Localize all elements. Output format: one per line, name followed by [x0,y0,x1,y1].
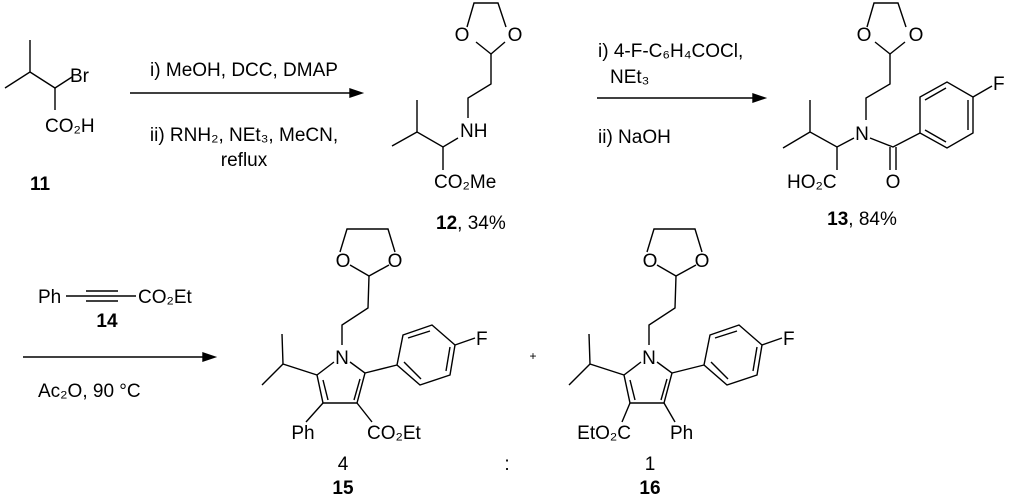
compound-number: 15 [332,478,354,499]
compound-label: 12, 34% [436,213,506,234]
compound-label: 13, 84% [827,209,897,230]
phenyl-label: Ph [38,287,61,308]
compound-number: 16 [639,478,660,499]
acid-label: CO₂H [45,116,95,137]
ratio-value: 4 [338,454,349,475]
fluoro-label: F [783,329,795,350]
compound-13: O O N HO₂C O F 13, 84% [782,2,1005,230]
reagent-text: ii) NaOH [598,127,671,148]
fluoro-label: F [993,74,1005,95]
acid-label: HO₂C [787,172,837,193]
oxygen-label: O [695,251,710,272]
compound-11: Br CO₂H 11 [4,40,95,195]
reagent-text: NEt₃ [610,67,649,88]
nitrogen-label: N [642,348,656,369]
ester-label: EtO₂C [577,423,631,444]
oxygen-label: O [388,251,403,272]
compound-number: 11 [30,174,51,195]
reagent-text: i) MeOH, DCC, DMAP [150,60,338,81]
oxygen-label: O [909,25,924,46]
ester-label: CO₂Et [138,287,193,308]
ratio-separator: : [504,454,509,475]
oxygen-label: O [455,25,470,46]
reaction-arrow-1: i) MeOH, DCC, DMAP ii) RNH₂, NEt₃, MeCN,… [130,60,365,171]
phenyl-label: Ph [670,423,693,444]
bromo-label: Br [70,66,90,87]
compound-16: O O N EtO₂C Ph F 1 16 [568,228,795,499]
reagent-text: i) 4-F-C₆H₄COCl, [598,41,743,62]
plus-sign: + [529,349,536,363]
ester-label: CO₂Et [367,423,422,444]
oxygen-label: O [508,25,523,46]
reagent-text: reflux [221,150,268,171]
compound-15: O O N Ph CO₂Et F 4 15 [261,228,488,499]
ratio-value: 1 [645,454,656,475]
carbonyl-oxygen-label: O [886,172,901,193]
ester-label: CO₂Me [434,172,496,193]
oxygen-label: O [857,25,872,46]
compound-12: O O NH CO₂Me 12, 34% [391,2,523,234]
fluoro-label: F [476,329,488,350]
oxygen-label: O [643,251,658,272]
oxygen-label: O [336,251,351,272]
reaction-arrow-3: Ph CO₂Et 14 Ac₂O, 90 °C [23,287,218,402]
phenyl-label: Ph [291,423,314,444]
amine-label: NH [460,121,487,142]
compound-number: 14 [96,311,118,332]
reaction-arrow-2: i) 4-F-C₆H₄COCl, NEt₃ ii) NaOH [597,41,768,148]
reagent-text: Ac₂O, 90 °C [38,381,141,402]
reagent-text: ii) RNH₂, NEt₃, MeCN, [150,125,338,146]
nitrogen-label: N [335,348,349,369]
nitrogen-label: N [855,124,869,145]
